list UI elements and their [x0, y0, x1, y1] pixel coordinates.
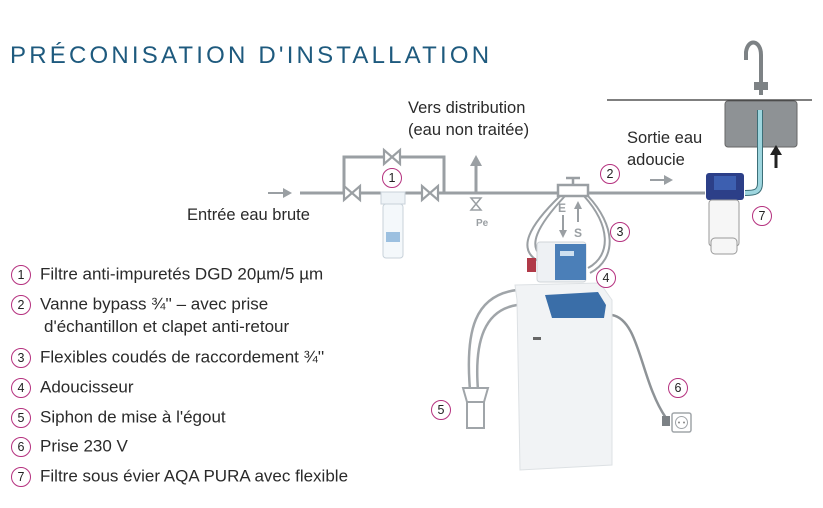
distribution-sublabel: (eau non traitée)	[408, 121, 530, 139]
legend-number: 4	[11, 377, 31, 398]
legend-item: 7 Filtre sous évier AQA PURA avec flexibl…	[11, 464, 348, 489]
distribution-label: Vers distribution	[408, 99, 526, 117]
callout-3: 3	[610, 222, 630, 242]
legend-item: 6 Prise 230 V	[11, 434, 128, 459]
sediment-filter-icon	[380, 191, 406, 259]
callout-2: 2	[600, 164, 620, 184]
callout-7: 7	[752, 206, 772, 226]
outlet-arrow-icon	[650, 175, 673, 185]
legend-item: 5 Siphon de mise à l'égout	[11, 405, 226, 430]
legend-text-continued: d'échantillon et clapet anti-retour	[44, 317, 290, 336]
legend-text: Adoucisseur	[40, 377, 134, 397]
legend-number: 5	[11, 407, 31, 428]
callout-1: 1	[382, 168, 402, 188]
callout-4: 4	[596, 268, 616, 288]
under-sink-filter-icon	[706, 173, 744, 255]
power-outlet-icon	[671, 412, 692, 433]
sample-valve-icon	[469, 197, 483, 211]
inlet-label: Entrée eau brute	[187, 206, 310, 224]
valve-icon	[382, 147, 402, 167]
legend-number: 3	[11, 347, 31, 368]
legend-text: Filtre sous évier AQA PURA avec flexible	[40, 466, 349, 486]
filter-hose	[744, 110, 762, 195]
outlet-sublabel: adoucie	[627, 151, 685, 169]
legend-item: 2 Vanne bypass ¾'' – avec prise	[11, 292, 268, 317]
plug-icon	[662, 416, 670, 426]
legend-item: 1 Filtre anti-impuretés DGD 20µm/5 µm	[11, 262, 323, 287]
legend-text: Siphon de mise à l'égout	[40, 407, 226, 427]
legend-text: Filtre anti-impuretés DGD 20µm/5 µm	[40, 264, 324, 284]
legend-number: 2	[11, 294, 31, 315]
water-softener-icon	[514, 241, 613, 471]
callout-5: 5	[431, 400, 451, 420]
arrow-up-icon	[770, 145, 782, 168]
valve-icon	[420, 183, 440, 203]
callout-6: 6	[668, 378, 688, 398]
legend-number: 6	[11, 436, 31, 457]
page-title: PRÉCONISATION D'INSTALLATION	[10, 42, 493, 69]
valve-icon	[342, 183, 362, 203]
drain-siphon-icon	[461, 387, 490, 429]
legend-text: Flexibles coudés de raccordement ¾''	[40, 347, 325, 367]
outlet-mark: S	[574, 226, 582, 240]
legend-text: Prise 230 V	[40, 436, 128, 456]
flow-arrows	[559, 201, 582, 238]
power-cable	[611, 313, 668, 419]
outlet-label: Sortie eau	[627, 129, 703, 147]
legend-text: Vanne bypass ¾'' – avec prise	[40, 294, 269, 314]
inlet-mark: E	[558, 201, 566, 215]
legend-number: 7	[11, 466, 31, 487]
drain-hoses	[467, 288, 518, 391]
legend-number: 1	[11, 264, 31, 285]
legend-item: 3 Flexibles coudés de raccordement ¾''	[11, 345, 324, 370]
arrow-up-icon	[470, 155, 482, 166]
inlet-arrow-icon	[268, 188, 292, 198]
faucet-icon	[744, 40, 763, 95]
bypass-valve-icon	[556, 176, 590, 198]
sample-point-label: Pe	[476, 218, 489, 229]
legend-item: 4 Adoucisseur	[11, 375, 134, 400]
